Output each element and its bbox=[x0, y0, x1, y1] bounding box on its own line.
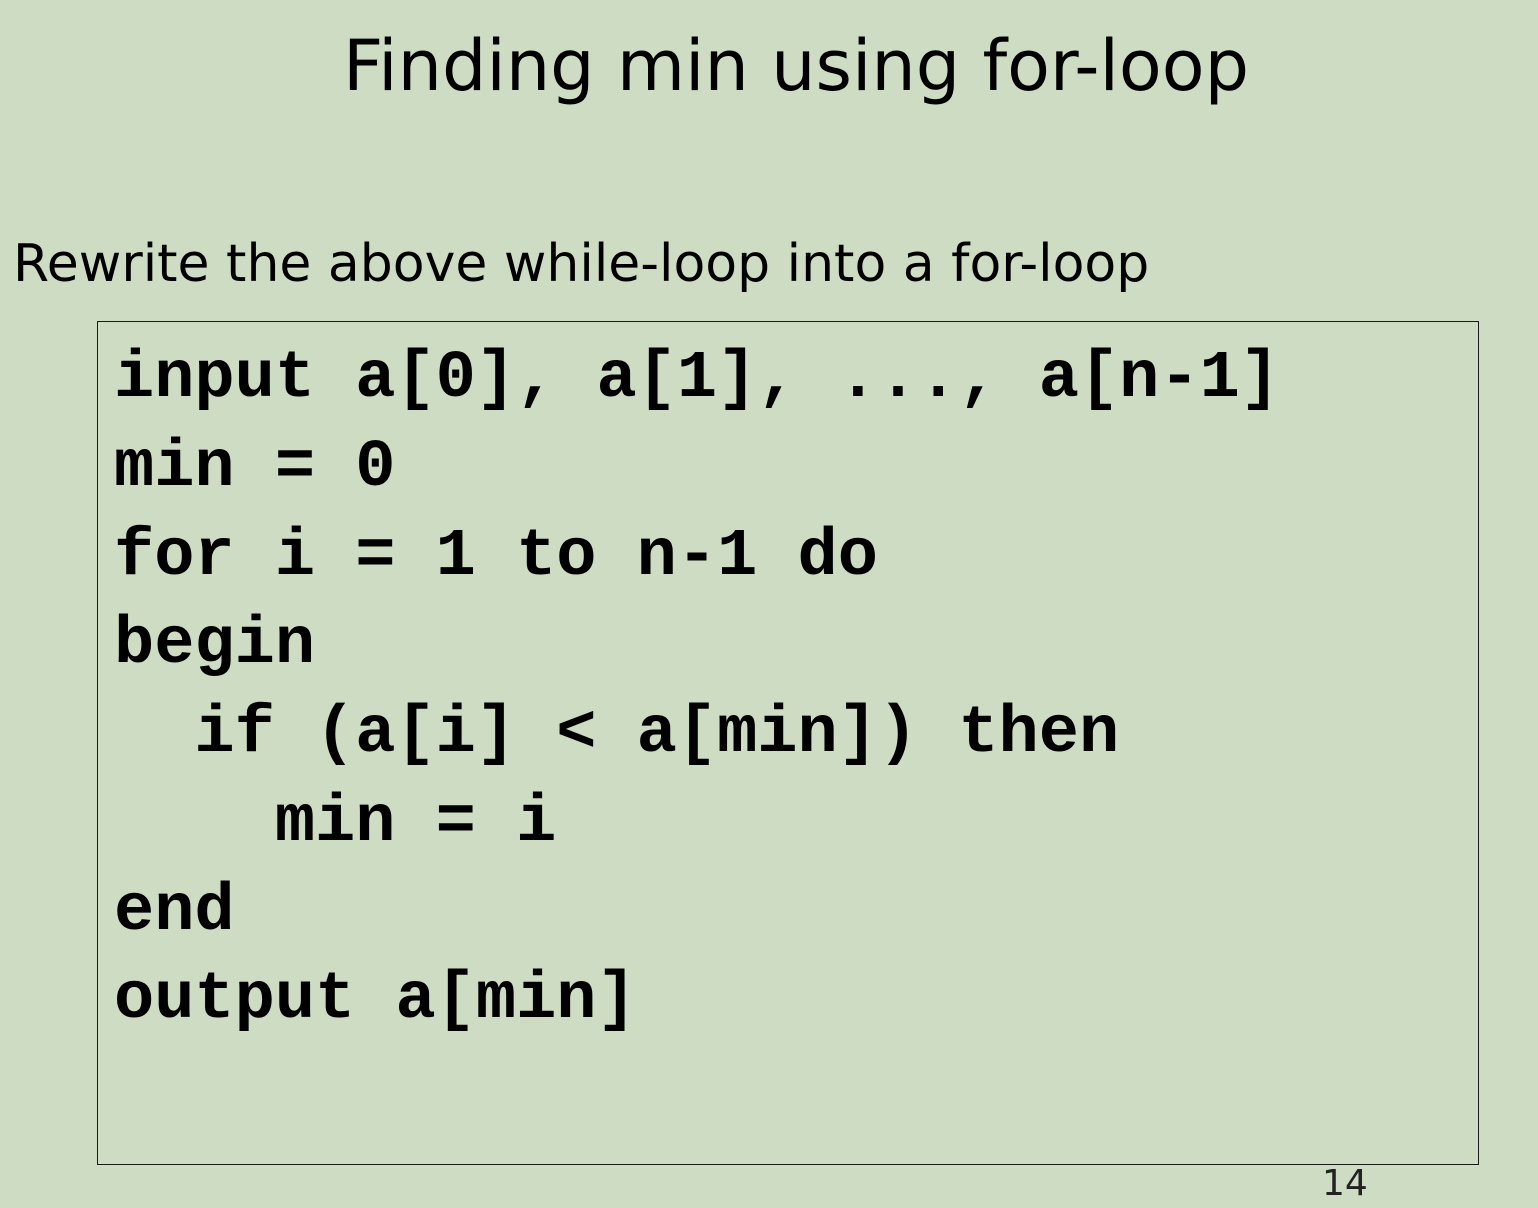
slide-title: Finding min using for-loop bbox=[342, 25, 1250, 107]
code-line: end bbox=[114, 874, 235, 950]
code-line: min = i bbox=[114, 785, 557, 861]
page-number: 14 bbox=[1322, 1163, 1368, 1204]
code-block: input a[0], a[1], ..., a[n-1] min = 0 fo… bbox=[97, 321, 1479, 1165]
code-line: if (a[i] < a[min]) then bbox=[114, 696, 1120, 772]
code-line: begin bbox=[114, 607, 316, 683]
code-line: for i = 1 to n-1 do bbox=[114, 519, 878, 595]
code-line: min = 0 bbox=[114, 430, 396, 506]
code-line: input a[0], a[1], ..., a[n-1] bbox=[114, 341, 1280, 417]
code-line: output a[min] bbox=[114, 962, 637, 1038]
intro-text: Rewrite the above while-loop into a for-… bbox=[13, 234, 1150, 294]
